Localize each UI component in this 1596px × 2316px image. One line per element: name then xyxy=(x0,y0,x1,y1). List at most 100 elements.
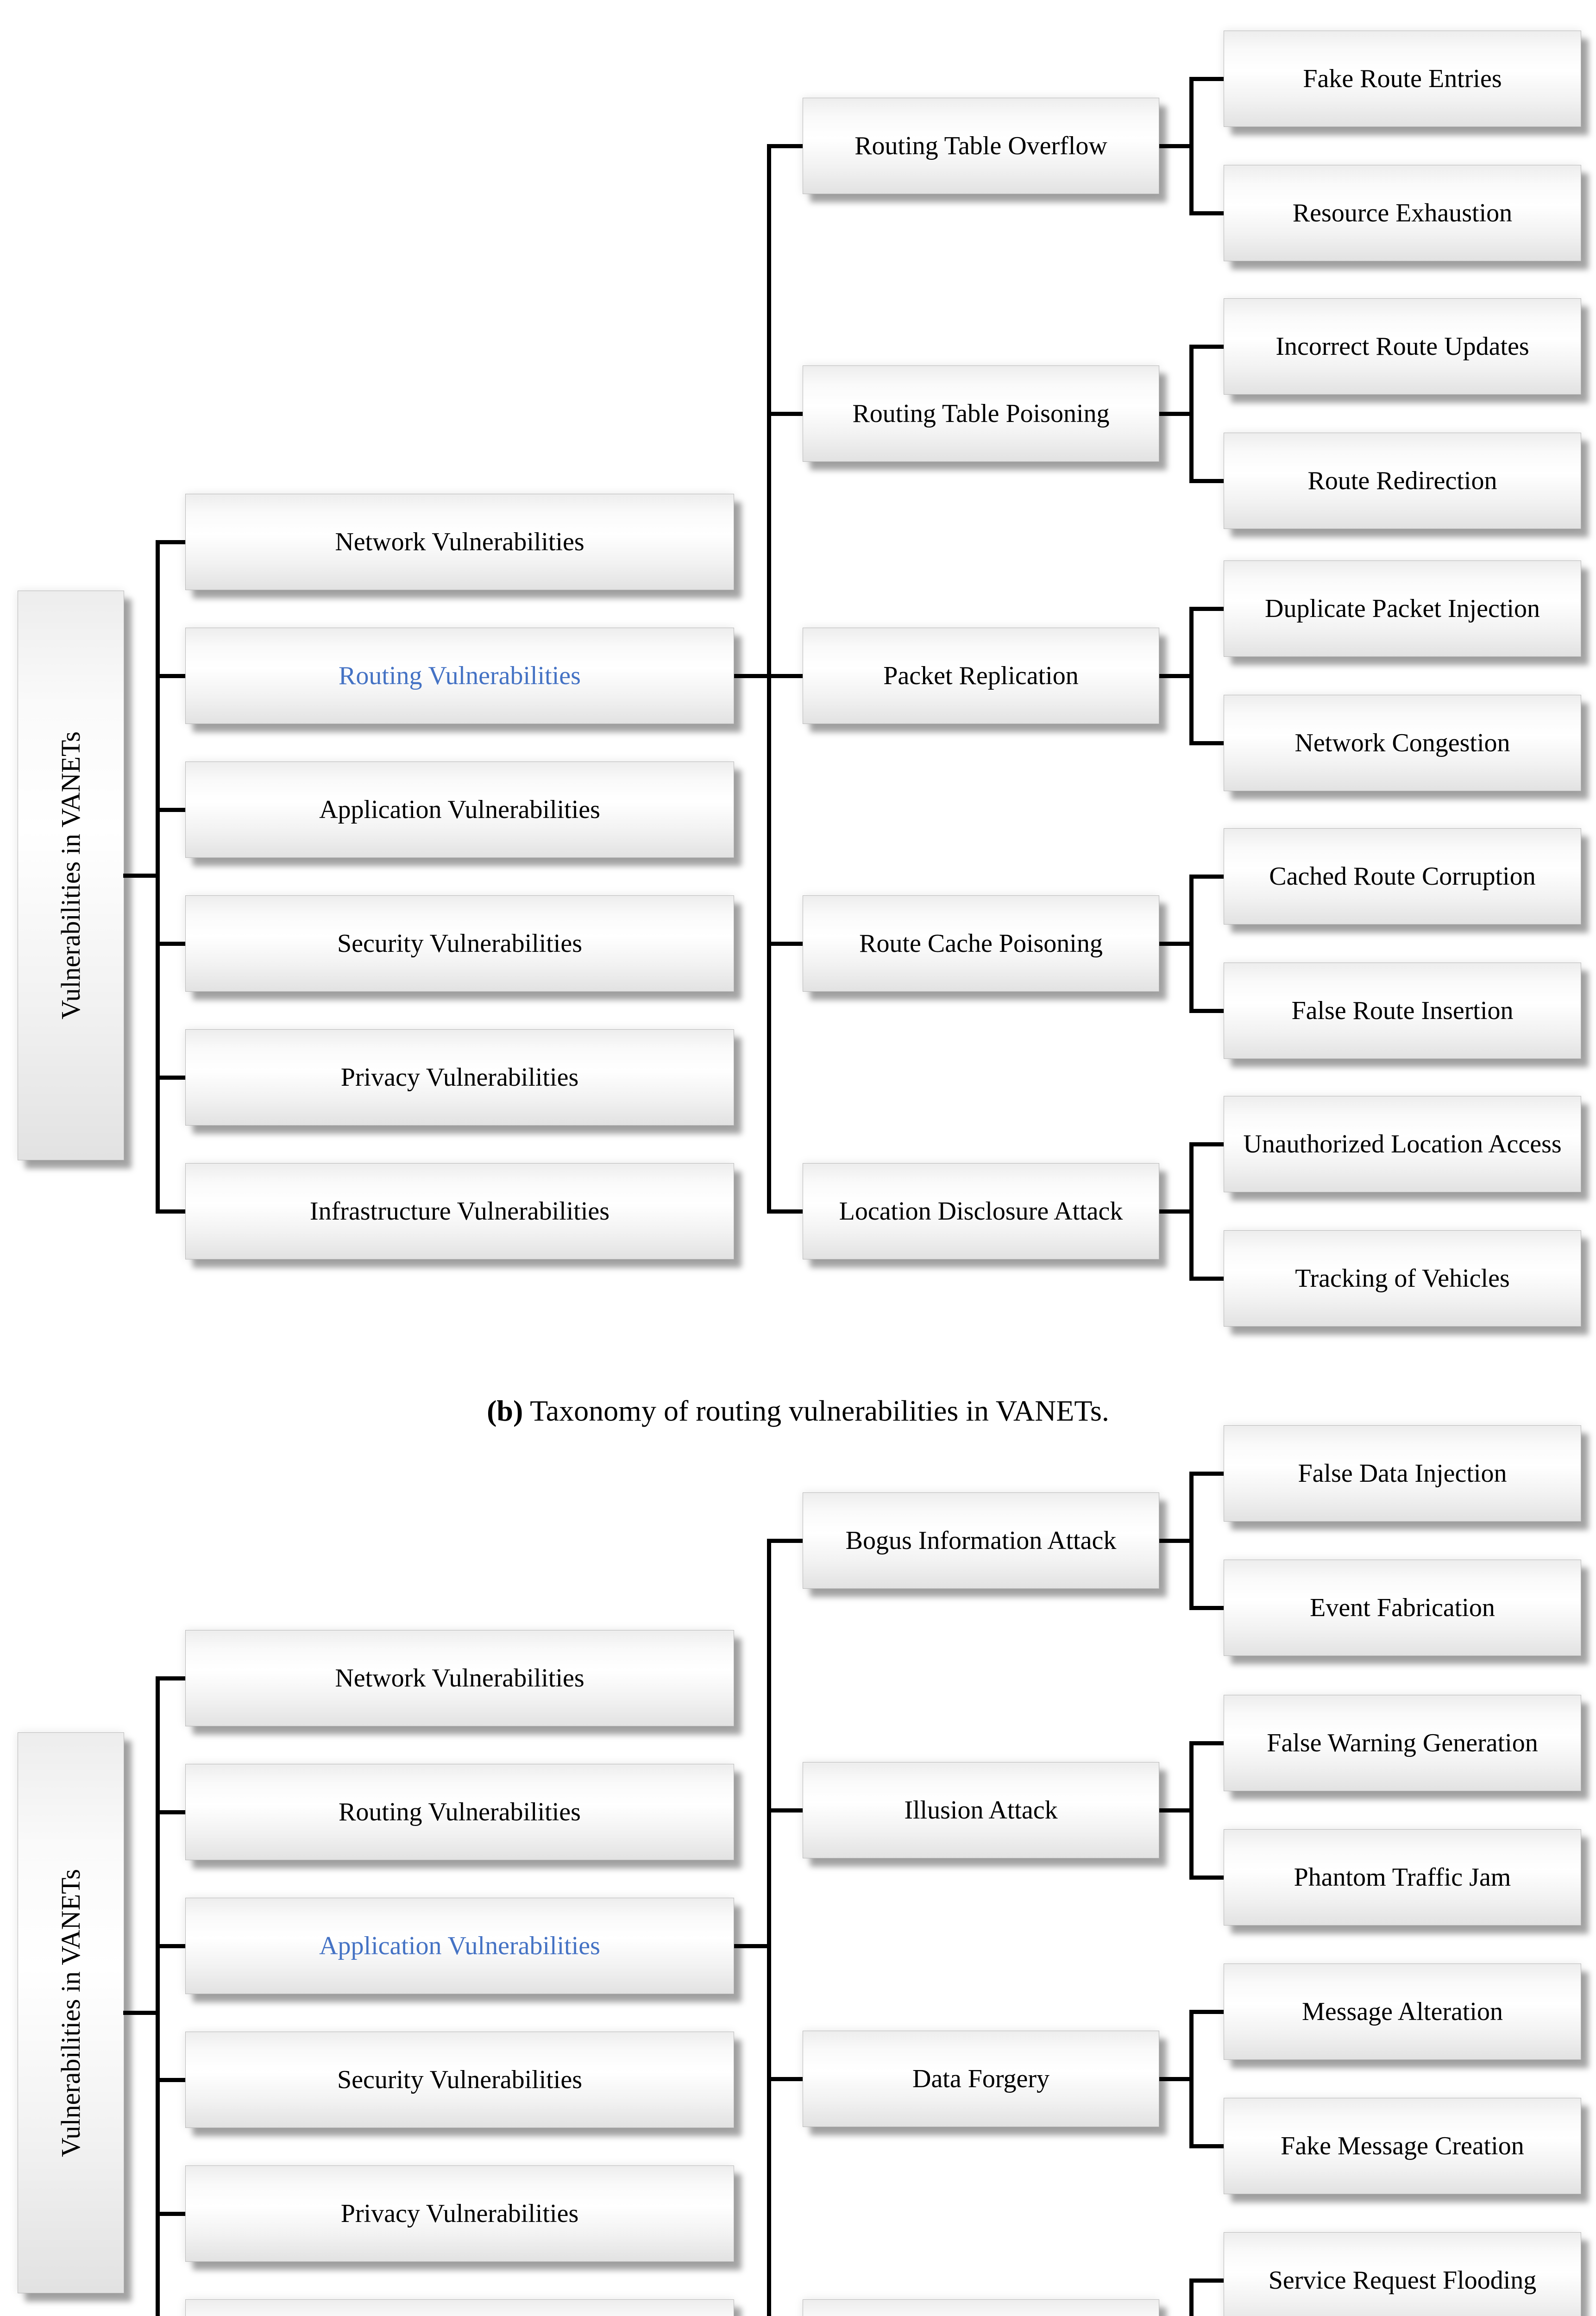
root-box: Vulnerabilities in VANETs xyxy=(18,591,124,1160)
connector-line xyxy=(1159,1539,1193,1543)
connector-line xyxy=(1189,2278,1224,2283)
connector-line xyxy=(1189,211,1224,215)
connector-line xyxy=(767,674,803,678)
branch-box: Bogus Information Attack xyxy=(803,1492,1159,1589)
branch-box: Routing Table Overflow xyxy=(803,98,1159,194)
leaf-box: Route Redirection xyxy=(1224,433,1581,529)
root-box: Vulnerabilities in VANETs xyxy=(18,1732,124,2293)
connector-line xyxy=(1189,2010,1194,2148)
caption-b: (b) Taxonomy of routing vulnerabilities … xyxy=(0,1394,1596,1428)
connector-line xyxy=(1189,1741,1194,1879)
leaf-box: Cached Route Corruption xyxy=(1224,828,1581,925)
caption-b-text: Taxonomy of routing vulnerabilities in V… xyxy=(523,1394,1109,1427)
connector-line xyxy=(1189,1606,1224,1610)
category-box: Privacy Vulnerabilities xyxy=(185,2165,734,2262)
leaf-box: Unauthorized Location Access xyxy=(1224,1096,1581,1192)
leaf-box: Fake Route Entries xyxy=(1224,31,1581,127)
connector-line xyxy=(767,412,803,416)
connector-line xyxy=(1189,1875,1224,1880)
connector-line xyxy=(1189,1142,1194,1280)
leaf-box: Tracking of Vehicles xyxy=(1224,1230,1581,1327)
category-box: Security Vulnerabilities xyxy=(185,895,734,992)
connector-line xyxy=(1189,1472,1224,1476)
category-box-highlighted: Routing Vulnerabilities xyxy=(185,628,734,724)
connector-line xyxy=(767,1539,803,1543)
connector-line xyxy=(157,1209,185,1214)
connector-line xyxy=(1189,607,1224,611)
leaf-box: Message Alteration xyxy=(1224,1964,1581,2060)
connector-line xyxy=(1189,479,1224,483)
leaf-box: Phantom Traffic Jam xyxy=(1224,1829,1581,1926)
connector-line xyxy=(1189,1277,1224,1281)
leaf-box: False Data Injection xyxy=(1224,1425,1581,1522)
leaf-box: False Warning Generation xyxy=(1224,1695,1581,1791)
connector-line xyxy=(157,942,185,946)
connector-line xyxy=(1189,607,1194,745)
connector-line xyxy=(1159,674,1193,678)
leaf-box: Duplicate Packet Injection xyxy=(1224,560,1581,657)
connector-line xyxy=(1189,2144,1224,2148)
category-box: Infrastructure Vulnerabilities xyxy=(185,2299,734,2316)
connector-line xyxy=(767,1209,803,1214)
leaf-box: Resource Exhaustion xyxy=(1224,165,1581,261)
branch-box: Packet Replication xyxy=(803,628,1159,724)
category-box: Infrastructure Vulnerabilities xyxy=(185,1163,734,1259)
leaf-box: Network Congestion xyxy=(1224,695,1581,791)
root-label: Vulnerabilities in VANETs xyxy=(55,731,86,1020)
branch-box: Route Cache Poisoning xyxy=(803,895,1159,992)
connector-line xyxy=(156,1676,160,2316)
connector-line xyxy=(767,144,771,1214)
connector-line xyxy=(157,1810,185,1814)
leaf-box: False Route Insertion xyxy=(1224,963,1581,1059)
connector-line xyxy=(734,674,771,678)
connector-line xyxy=(767,1808,803,1813)
connector-line xyxy=(734,1944,771,1948)
connector-line xyxy=(1159,144,1193,148)
connector-line xyxy=(1189,875,1224,879)
connector-line xyxy=(1159,1209,1193,1214)
branch-box: Illusion Attack xyxy=(803,1762,1159,1858)
connector-line xyxy=(157,674,185,678)
branch-box: Location Disclosure Attack xyxy=(803,1163,1159,1259)
connector-line xyxy=(767,942,803,946)
connector-line xyxy=(1189,345,1194,483)
caption-b-tag: (b) xyxy=(487,1394,523,1427)
leaf-box: Incorrect Route Updates xyxy=(1224,298,1581,395)
connector-line xyxy=(1189,345,1224,349)
connector-line xyxy=(157,2078,185,2082)
connector-line xyxy=(1189,77,1224,81)
connector-line xyxy=(157,1944,185,1948)
branch-box: Application Layer Flooding xyxy=(803,2299,1159,2316)
category-box-highlighted: Application Vulnerabilities xyxy=(185,1898,734,1994)
connector-line xyxy=(156,540,160,1214)
category-box: Network Vulnerabilities xyxy=(185,1630,734,1726)
connector-line xyxy=(157,1076,185,1080)
connector-line xyxy=(1159,2077,1193,2081)
connector-line xyxy=(767,2077,803,2081)
connector-line xyxy=(1189,1009,1224,1013)
root-label: Vulnerabilities in VANETs xyxy=(55,1869,86,2157)
category-box: Network Vulnerabilities xyxy=(185,494,734,590)
branch-box: Routing Table Poisoning xyxy=(803,365,1159,462)
connector-line xyxy=(767,1539,771,2316)
connector-line xyxy=(1189,875,1194,1013)
category-box: Application Vulnerabilities xyxy=(185,762,734,858)
connector-line xyxy=(767,144,803,148)
connector-line xyxy=(1189,1741,1224,1745)
connector-line xyxy=(157,2212,185,2216)
connector-line xyxy=(1189,2278,1194,2316)
category-box: Security Vulnerabilities xyxy=(185,2032,734,2128)
connector-line xyxy=(1189,1142,1224,1146)
connector-line xyxy=(1189,77,1194,215)
connector-line xyxy=(157,1676,185,1680)
connector-line xyxy=(123,874,159,878)
leaf-box: Event Fabrication xyxy=(1224,1560,1581,1656)
connector-line xyxy=(123,2011,159,2015)
connector-line xyxy=(1159,1808,1193,1813)
branch-box: Data Forgery xyxy=(803,2031,1159,2127)
category-box: Routing Vulnerabilities xyxy=(185,1764,734,1860)
category-box: Privacy Vulnerabilities xyxy=(185,1029,734,1126)
leaf-box: Service Request Flooding xyxy=(1224,2232,1581,2316)
connector-line xyxy=(1189,741,1224,745)
